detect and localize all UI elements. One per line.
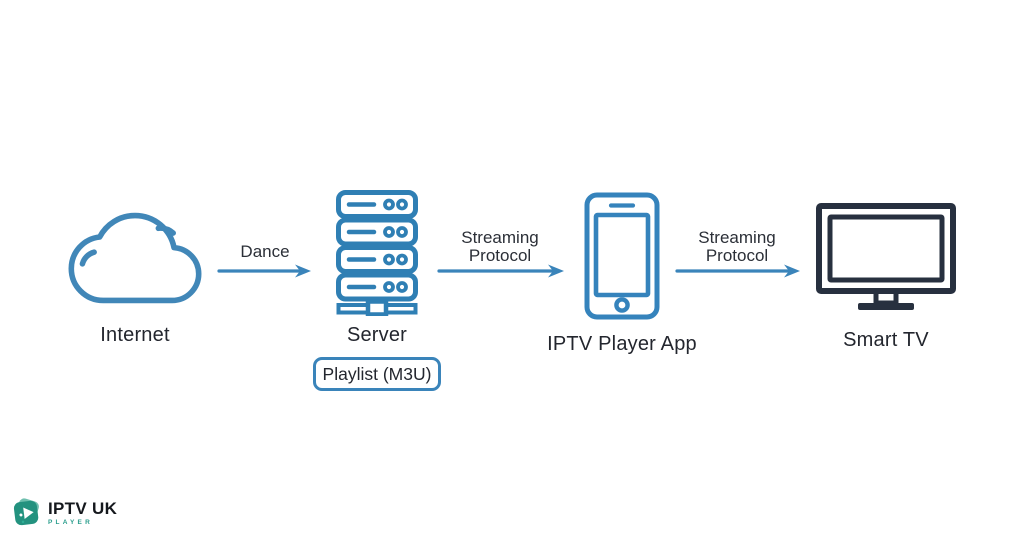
internet-label: Internet xyxy=(100,324,170,346)
arrow-app-to-tv xyxy=(675,264,800,278)
arrow-label-dance: Dance xyxy=(240,242,290,261)
logo-play-icon xyxy=(13,498,39,526)
playlist-m3u-badge: Playlist (M3U) xyxy=(313,357,441,391)
logo-title: IPTV UK xyxy=(48,498,118,518)
logo-subtitle: PLAYER xyxy=(48,518,93,526)
player-app-label: IPTV Player App xyxy=(547,333,697,355)
smart-tv-icon xyxy=(816,203,956,310)
iptv-uk-player-logo: IPTV UK PLAYER xyxy=(11,494,117,532)
smart-tv-label: Smart TV xyxy=(843,329,929,351)
player-app-phone-icon xyxy=(584,192,660,320)
logo-text: IPTV UK PLAYER xyxy=(48,498,118,527)
arrow-label-streaming-protocol-2: Streaming Protocol xyxy=(698,228,776,265)
server-label: Server xyxy=(346,324,408,346)
internet-cloud-icon xyxy=(68,212,202,304)
arrow-internet-to-server xyxy=(217,264,311,278)
arrow-server-to-app xyxy=(437,264,564,278)
server-icon xyxy=(336,190,418,316)
arrow-label-streaming-protocol-1: Streaming Protocol xyxy=(461,228,539,265)
